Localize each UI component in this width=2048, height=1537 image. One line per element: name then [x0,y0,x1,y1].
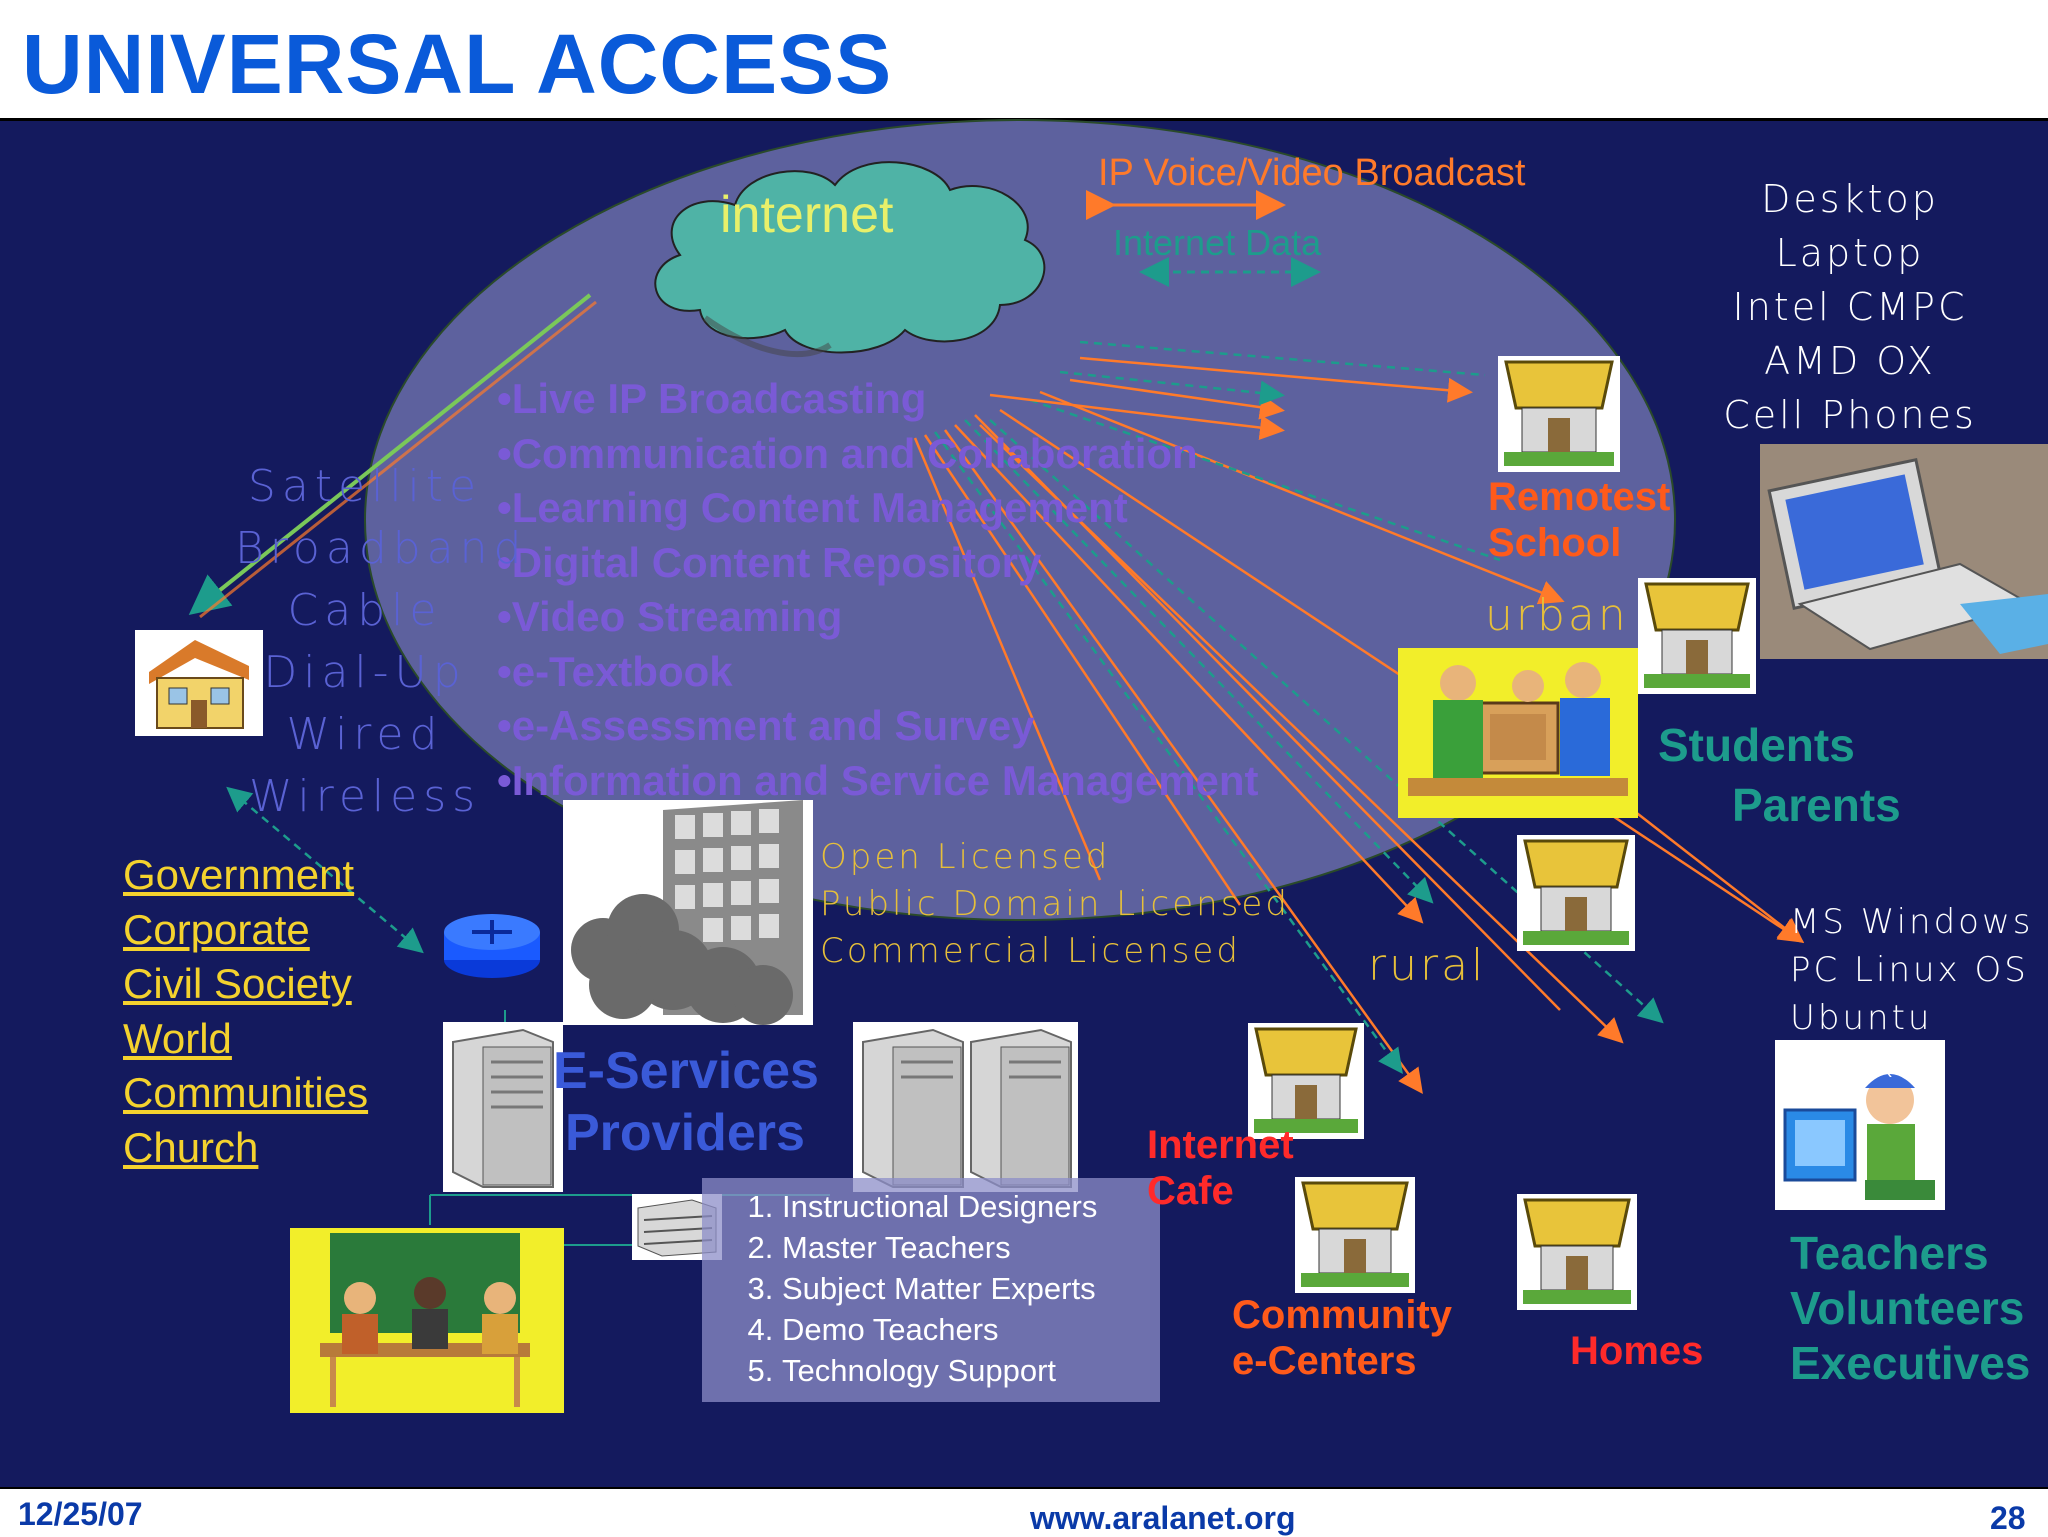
cloud-label: internet [720,186,894,244]
service-item: •Information and Service Management [497,756,1259,804]
server-pair-icon [853,1022,1078,1192]
license-item: Open Licensed [820,837,1111,877]
service-item: •Live IP Broadcasting [497,375,927,422]
page-title: UNIVERSAL ACCESS [22,17,893,111]
community-label: Community [1232,1293,1452,1337]
cafe-label: Cafe [1147,1169,1234,1213]
house-icon [135,630,263,736]
hut-icon [1295,1177,1415,1293]
license-item: Public Domain Licensed [820,884,1290,924]
connectivity-item: Cable [287,585,443,636]
hut-icon [1498,356,1620,472]
server-icon [443,1022,563,1192]
connectivity-item: Satellite [247,461,483,512]
services-list: •Live IP Broadcasting •Communication and… [497,372,1259,808]
device-item: Laptop [1775,231,1925,275]
students-computer-icon [1398,648,1638,818]
service-item: •Communication and Collaboration [497,429,1198,477]
stakeholder-link[interactable]: Corporate [123,905,310,953]
providers-line1: E-Services [553,1042,819,1100]
stakeholder-link[interactable]: Government [123,851,355,898]
rural-label: rural [1368,940,1487,991]
hut-icon [1517,1194,1637,1310]
hut-icon [1248,1023,1364,1139]
internet-cloud [654,161,1046,357]
service-item: •Digital Content Repository [497,538,1042,586]
service-item: •e-Assessment and Survey [497,702,1035,749]
internet-cafe-label: Internet Cafe [1147,1122,1294,1214]
stakeholder-link[interactable]: World [123,1014,232,1062]
role-item: Instructional Designers [782,1186,1160,1227]
services-ellipse [364,119,1676,921]
role-item: Master Teachers [782,1227,1160,1268]
stakeholder-link[interactable]: Church [123,1123,259,1171]
hut-icon [1517,835,1635,951]
hut-icon [1638,578,1756,694]
stakeholders-list: Government Corporate Civil Society World… [123,848,368,1175]
community-centers-label: Community e-Centers [1232,1292,1452,1384]
os-item: MS Windows [1790,902,2034,942]
school-label: School [1488,521,1622,565]
teacher-computer-icon [1775,1040,1945,1210]
licenses-list: Open Licensed Public Domain Licensed Com… [820,834,1290,975]
connectivity-item: Wired [286,709,444,760]
os-item: PC Linux OS [1790,950,2029,990]
teachers-label: Teachers [1790,1227,1989,1279]
ecenters-label: e-Centers [1232,1339,1417,1383]
connectivity-item: Dial-Up [263,647,467,698]
providers-title: E-Services Providers [553,1040,819,1164]
remotest-school-label: Remotest School [1488,474,1670,566]
device-item: AMD OX [1764,339,1936,383]
students-label: Students [1658,719,1855,771]
homes-label: Homes [1570,1329,1704,1373]
stakeholder-link[interactable]: Civil Society [123,960,352,1007]
service-item: •e-Textbook [497,647,733,695]
urban-label: urban [1485,590,1629,641]
device-item: Cell Phones [1723,393,1977,437]
laptop-photo [1760,444,2048,659]
device-item: Intel CMPC [1732,285,1968,329]
devices-list: Desktop Laptop Intel CMPC AMD OX Cell Ph… [1700,172,2000,442]
building-icon [563,800,813,1025]
connectivity-item: Broadband [235,523,528,574]
classroom-icon [290,1228,564,1413]
role-item: Subject Matter Experts [782,1268,1160,1309]
os-list: MS Windows PC Linux OS Ubuntu Linux [1790,898,2048,1090]
router-icon [444,914,540,978]
remotest-label: Remotest [1488,475,1671,519]
page-number: 28 [1990,1500,2026,1536]
volunteers-label: Volunteers [1790,1282,2025,1334]
internet-label: Internet [1147,1123,1294,1167]
role-item: Technology Support [782,1350,1160,1391]
footer-date: 12/25/07 [18,1496,143,1532]
device-item: Desktop [1761,177,1939,221]
role-item: Demo Teachers [782,1309,1160,1350]
internet-data-label: Internet Data [1113,222,1322,263]
executives-label: Executives [1790,1337,2031,1389]
footer-url[interactable]: www.aralanet.org [1030,1500,1296,1536]
service-item: •Video Streaming [497,593,843,640]
providers-line2: Providers [565,1104,805,1162]
service-item: •Learning Content Management [497,484,1128,531]
roles-list: Instructional Designers Master Teachers … [702,1186,1160,1391]
roles-box: Instructional Designers Master Teachers … [702,1178,1160,1402]
connectivity-item: Wireless [248,771,482,822]
license-item: Commercial Licensed [820,931,1241,971]
os-item: Ubuntu Linux [1790,998,1933,1086]
connectivity-list: Satellite Broadband Cable Dial-Up Wired … [235,456,528,828]
stakeholder-link[interactable]: Communities [123,1069,369,1116]
ip-voice-label: IP Voice/Video Broadcast [1098,152,1526,194]
parents-label: Parents [1732,779,1901,831]
